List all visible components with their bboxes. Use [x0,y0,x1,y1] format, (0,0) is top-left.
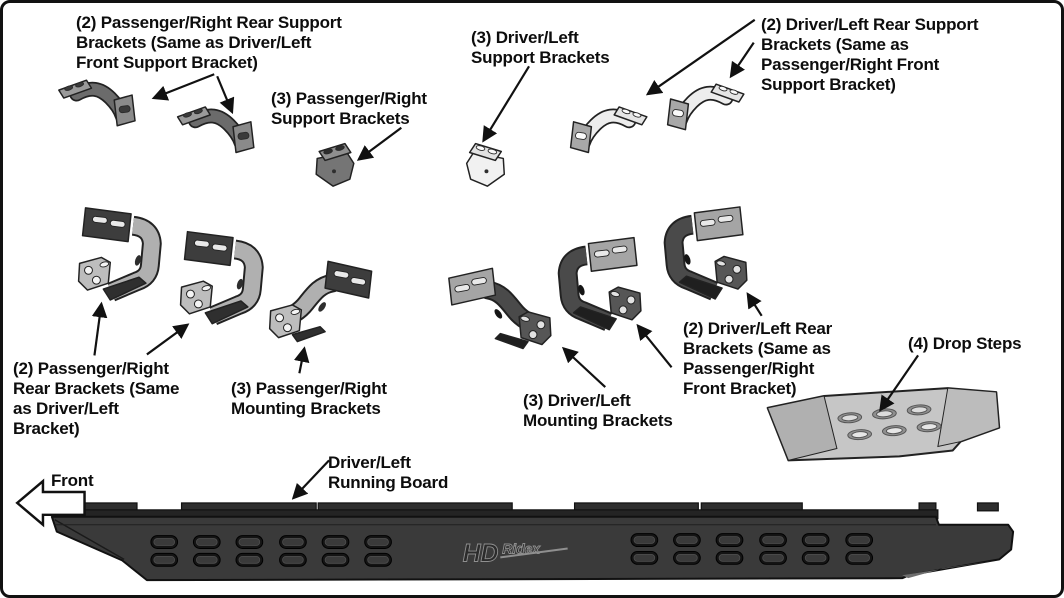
label-drop-steps: (4) Drop Steps [908,334,1022,353]
leader-arrow [294,346,310,374]
passenger-rear-bracket-1 [79,208,152,300]
driver-rear-bracket [674,207,747,299]
label-driver-rear-support-brackets: (2) Driver/Left Rear Support Brackets (S… [761,15,979,94]
leader-arrow [216,75,235,115]
label-driver-mounting-brackets: (3) Driver/Left Mounting Brackets [523,391,673,430]
leader-arrow [146,323,190,356]
leader-arrow [356,126,402,161]
driver-support-bracket [465,142,506,187]
passenger-rear-support-bracket-2 [178,107,254,153]
leader-arrow [645,18,756,96]
label-running-board: Driver/Left Running Board [328,453,449,492]
leader-arrow [151,73,215,101]
driver-rear-support-bracket-2 [668,84,744,130]
board-logo-text-hd: HD [463,540,499,567]
label-front: Front [51,471,94,490]
board-logo: HD Ridex [462,540,568,568]
label-driver-rear-brackets: (2) Driver/Left Rear Brackets (Same as P… [683,319,833,398]
leader-arrow [291,459,330,500]
passenger-rear-support-bracket-1 [59,80,135,126]
leader-arrow [879,354,919,412]
label-passenger-rear-brackets: (2) Passenger/Right Rear Brackets (Same … [13,359,180,438]
leader-arrow [746,292,763,317]
leader-arrow [91,301,108,356]
leader-arrow [561,346,606,388]
running-board: HD Ridex [50,502,1015,582]
leader-arrows [91,18,919,500]
label-passenger-support-brackets: (3) Passenger/Right Support Brackets [271,89,427,128]
diagram-artwork: HD Ridex [15,18,1015,582]
passenger-support-bracket [315,142,355,187]
label-passenger-rear-support-brackets: (2) Passenger/Right Rear Support Bracket… [76,13,342,72]
label-driver-support-brackets: (3) Driver/Left Support Brackets [471,28,610,67]
drop-step [766,387,1001,462]
driver-mounting-bracket-1 [449,268,551,348]
front-direction-arrow [15,478,86,528]
label-passenger-mounting-brackets: (3) Passenger/Right Mounting Brackets [231,379,387,418]
driver-rear-support-bracket-1 [571,107,647,153]
driver-mounting-bracket-2 [568,238,641,330]
leader-arrow [636,323,673,368]
passenger-mounting-bracket [270,261,372,341]
leader-arrow [729,41,755,79]
leader-arrow [482,65,530,143]
passenger-rear-bracket-2 [181,232,254,324]
